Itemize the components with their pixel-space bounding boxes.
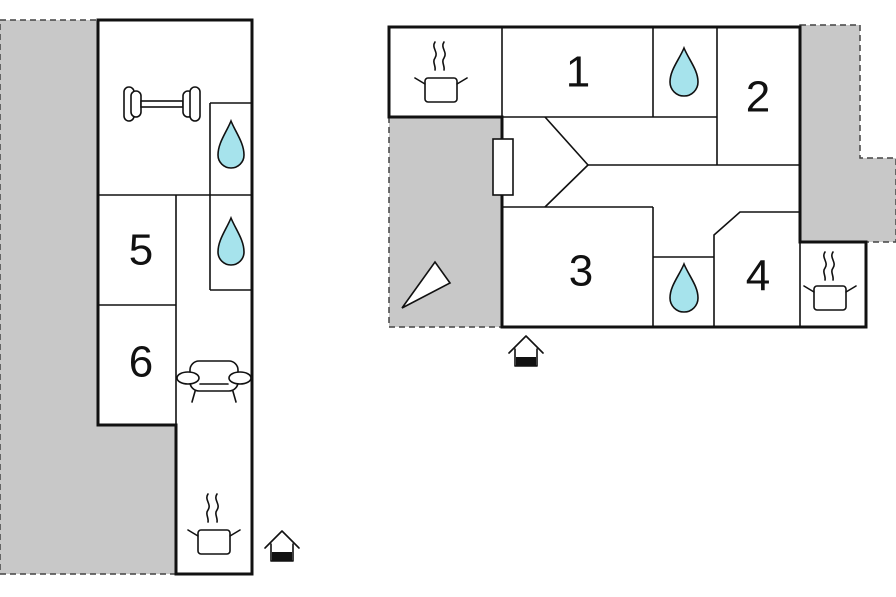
bathroom-drop-icon-left-2 [217, 215, 245, 266]
fitness-dumbbell-icon [123, 86, 201, 122]
entrance-icon-right [508, 335, 544, 367]
right-interior-walls [501, 27, 801, 327]
fireplace-icon [492, 138, 514, 196]
bathroom-drop-icon-left-1 [217, 118, 245, 169]
bathroom-drop-icon-right-1 [669, 45, 699, 97]
terrace-right-east [799, 24, 896, 243]
right-building-outline [387, 25, 868, 329]
room-label-2: 2 [746, 73, 770, 122]
room-label-4: 4 [746, 252, 770, 301]
kitchen-pot-icon-right-top [414, 41, 468, 103]
left-interior-walls [98, 102, 252, 425]
left-building-outline [96, 18, 254, 576]
sofa-icon [176, 360, 252, 403]
room-label-5: 5 [129, 226, 153, 275]
entrance-icon-left [264, 530, 300, 562]
terrace-right-west [388, 116, 503, 328]
bathroom-drop-icon-right-2 [669, 261, 699, 313]
kitchen-pot-icon-left [187, 493, 241, 555]
kitchen-pot-icon-right-bottom [803, 251, 857, 311]
room-label-1: 1 [566, 48, 590, 97]
room-label-3: 3 [569, 247, 593, 296]
room-label-6: 6 [129, 338, 153, 387]
sunbed-icon [401, 260, 452, 309]
